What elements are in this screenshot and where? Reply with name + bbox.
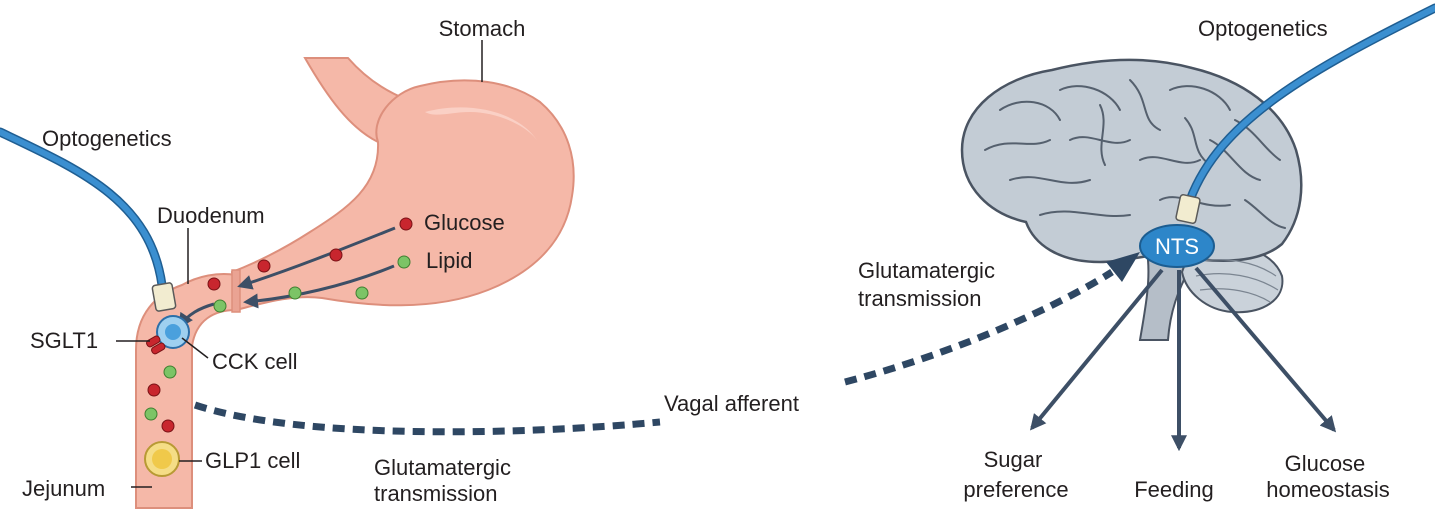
label-sglt1: SGLT1: [30, 328, 98, 353]
label-vagal-afferent: Vagal afferent: [664, 391, 799, 416]
stomach-highlight: [425, 107, 538, 142]
label-glp1-cell: GLP1 cell: [205, 448, 300, 473]
label-glutamatergic-bottom-line2: transmission: [374, 481, 497, 506]
label-glutamatergic-bottom: Glutamatergic transmission: [374, 455, 517, 506]
brain-gyri: [984, 79, 1286, 229]
lipid-dot: [288, 286, 302, 300]
label-lipid: Lipid: [426, 248, 472, 273]
arrow-glucose-homeostasis: [1194, 266, 1337, 433]
glucose-dot: [207, 277, 221, 291]
label-glucose: Glucose: [424, 210, 505, 235]
nts-ellipse: [1139, 224, 1215, 268]
label-cck-cell: CCK cell: [212, 349, 298, 374]
sglt1-transporter: [146, 335, 166, 355]
label-glutamatergic-top-line1: Glutamatergic: [858, 258, 995, 283]
gut-leader-lines: [116, 40, 483, 488]
fiber-ferrule-right: [1175, 194, 1201, 224]
optogenetics-fiber-left: [0, 127, 177, 312]
arrow-sugar-preference: [1029, 268, 1164, 431]
glp1-cell: [144, 441, 180, 477]
fiber-ferrule-left: [151, 282, 177, 312]
label-jejunum: Jejunum: [22, 476, 105, 501]
label-glutamatergic-bottom-line1: Glutamatergic: [374, 455, 511, 480]
label-sugar-preference-line1: Sugar: [984, 447, 1043, 472]
label-glutamatergic-top: Glutamatergic transmission: [858, 258, 1001, 311]
lipid-dots: [144, 255, 411, 421]
label-optogenetics-left: Optogenetics: [42, 126, 172, 151]
glucose-dot: [257, 259, 271, 273]
lipid-dot: [163, 365, 177, 379]
glucose-dot: [399, 217, 413, 231]
brain-illustration: [960, 58, 1303, 341]
label-duodenum: Duodenum: [157, 203, 265, 228]
label-glutamatergic-top-line2: transmission: [858, 286, 981, 311]
vagal-afferent-path-upper: [844, 269, 1114, 386]
glucose-dot: [329, 248, 343, 262]
label-glucose-homeostasis-line2: homeostasis: [1266, 477, 1390, 502]
label-feeding: Feeding: [1134, 477, 1214, 502]
label-stomach: Stomach: [439, 16, 526, 41]
label-glucose-homeostasis-line1: Glucose: [1285, 451, 1366, 476]
label-nts: NTS: [1155, 234, 1199, 259]
label-optogenetics-right: Optogenetics: [1198, 16, 1328, 41]
pylorus: [231, 269, 241, 313]
label-sugar-preference: Sugar preference: [963, 447, 1068, 502]
optogenetics-fiber-right: [1175, 3, 1435, 224]
stomach: [230, 79, 575, 312]
glucose-flow-arrow: [237, 226, 396, 290]
lipid-dot: [355, 286, 369, 300]
cerebrum: [960, 58, 1303, 264]
label-glucose-homeostasis: Glucose homeostasis: [1266, 451, 1390, 502]
glucose-dots: [147, 217, 413, 433]
lipid-dot: [397, 255, 411, 269]
lipid-dot: [144, 407, 158, 421]
gut-illustration: [135, 57, 575, 509]
vagal-afferent-arrowhead: [1106, 252, 1140, 282]
vagal-afferent-path-lower: [193, 401, 661, 436]
lipid-flow-arrow: [243, 264, 395, 309]
glucose-dot: [161, 419, 175, 433]
cck-cell: [156, 315, 190, 349]
label-sugar-preference-line2: preference: [963, 477, 1068, 502]
lipid-dot: [213, 299, 227, 313]
glucose-dot: [147, 383, 161, 397]
